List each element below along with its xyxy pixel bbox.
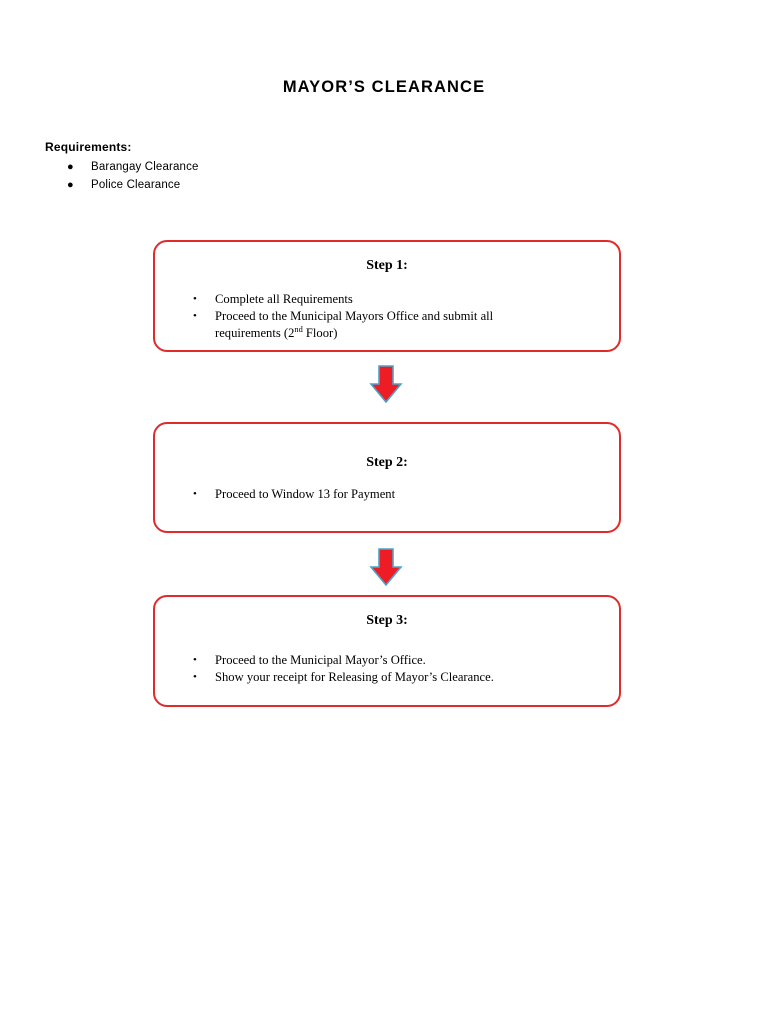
- step-2-item-1: Proceed to Window 13 for Payment: [215, 487, 396, 501]
- step-1-list: • Complete all Requirements • Proceed to …: [155, 291, 619, 342]
- requirements-list: ● Barangay Clearance ● Police Clearance: [45, 159, 445, 194]
- step-3-item-2: Show your receipt for Releasing of Mayor…: [215, 670, 494, 684]
- step-1-item-2-superscript: nd: [294, 324, 303, 334]
- requirement-label: Barangay Clearance: [91, 161, 199, 173]
- bullet-icon: •: [193, 671, 197, 683]
- bullet-icon: ●: [67, 161, 74, 173]
- bullet-icon: ●: [67, 178, 74, 191]
- step-1-item-2: Proceed to the Municipal Mayors Office a…: [215, 309, 494, 340]
- step-1-item-2-tail: Floor): [302, 326, 338, 340]
- step-2-title: Step 2:: [366, 455, 408, 470]
- requirements-section: Requirements: ● Barangay Clearance ● Pol…: [45, 140, 445, 194]
- list-item: • Proceed to the Municipal Mayor’s Offic…: [155, 652, 619, 669]
- bullet-icon: •: [193, 310, 197, 322]
- arrow-down-icon: [368, 547, 404, 589]
- step-box-2: Step 2: • Proceed to Window 13 for Payme…: [153, 422, 621, 533]
- requirements-heading: Requirements:: [45, 140, 132, 154]
- step-1-title: Step 1:: [366, 258, 408, 273]
- step-3-title: Step 3:: [366, 613, 408, 628]
- step-2-list: • Proceed to Window 13 for Payment: [155, 486, 619, 503]
- arrow-down-icon: [368, 364, 404, 406]
- list-item: • Complete all Requirements: [155, 291, 619, 308]
- list-item: ● Police Clearance: [45, 177, 445, 195]
- bullet-icon: •: [193, 488, 197, 500]
- page-title: MAYOR’S CLEARANCE: [282, 78, 486, 96]
- list-item: • Show your receipt for Releasing of May…: [155, 669, 619, 686]
- list-item: • Proceed to Window 13 for Payment: [155, 486, 619, 503]
- bullet-icon: •: [193, 654, 197, 666]
- bullet-icon: •: [193, 293, 197, 305]
- list-item: • Proceed to the Municipal Mayors Office …: [155, 308, 619, 342]
- step-1-item-1: Complete all Requirements: [215, 292, 353, 306]
- step-box-1: Step 1: • Complete all Requirements • Pro…: [153, 240, 621, 352]
- list-item: ● Barangay Clearance: [45, 159, 445, 177]
- step-box-3: Step 3: • Proceed to the Municipal Mayor…: [153, 595, 621, 707]
- step-3-item-1: Proceed to the Municipal Mayor’s Office.: [215, 653, 426, 667]
- requirement-label: Police Clearance: [91, 178, 181, 191]
- step-3-list: • Proceed to the Municipal Mayor’s Offic…: [155, 652, 619, 686]
